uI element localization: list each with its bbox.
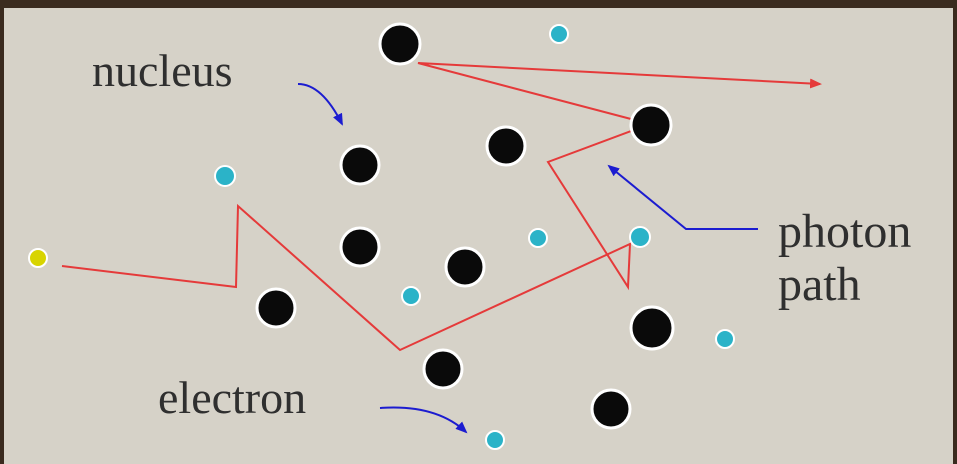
photon-path-pointer-arrow — [609, 166, 758, 229]
electron-icon — [630, 227, 650, 247]
nucleus-icon — [487, 127, 525, 165]
nucleus-icon — [631, 105, 671, 145]
nucleus-pointer-arrow — [298, 84, 342, 124]
photon-label-line2: path — [778, 258, 861, 311]
nucleus-icon — [446, 248, 484, 286]
nucleus-icon — [592, 390, 630, 428]
nucleus-icon — [424, 350, 462, 388]
photon-label-line1: photon — [778, 205, 911, 258]
electron-icon — [529, 229, 547, 247]
nucleus-icon — [341, 146, 379, 184]
nucleus-icon — [341, 228, 379, 266]
nucleus-icon — [380, 24, 420, 64]
electron-label: electron — [158, 372, 306, 423]
nuclei-group — [257, 24, 673, 428]
electron-icon — [215, 166, 235, 186]
nucleus-label: nucleus — [92, 45, 233, 96]
electron-icon — [550, 25, 568, 43]
photon-source-dot — [29, 249, 47, 267]
electron-pointer-arrow — [380, 408, 466, 433]
electron-icon — [402, 287, 420, 305]
electron-icon — [486, 431, 504, 449]
nucleus-icon — [257, 289, 295, 327]
photon-path-line — [62, 63, 820, 350]
nucleus-icon — [631, 307, 673, 349]
electron-icon — [716, 330, 734, 348]
